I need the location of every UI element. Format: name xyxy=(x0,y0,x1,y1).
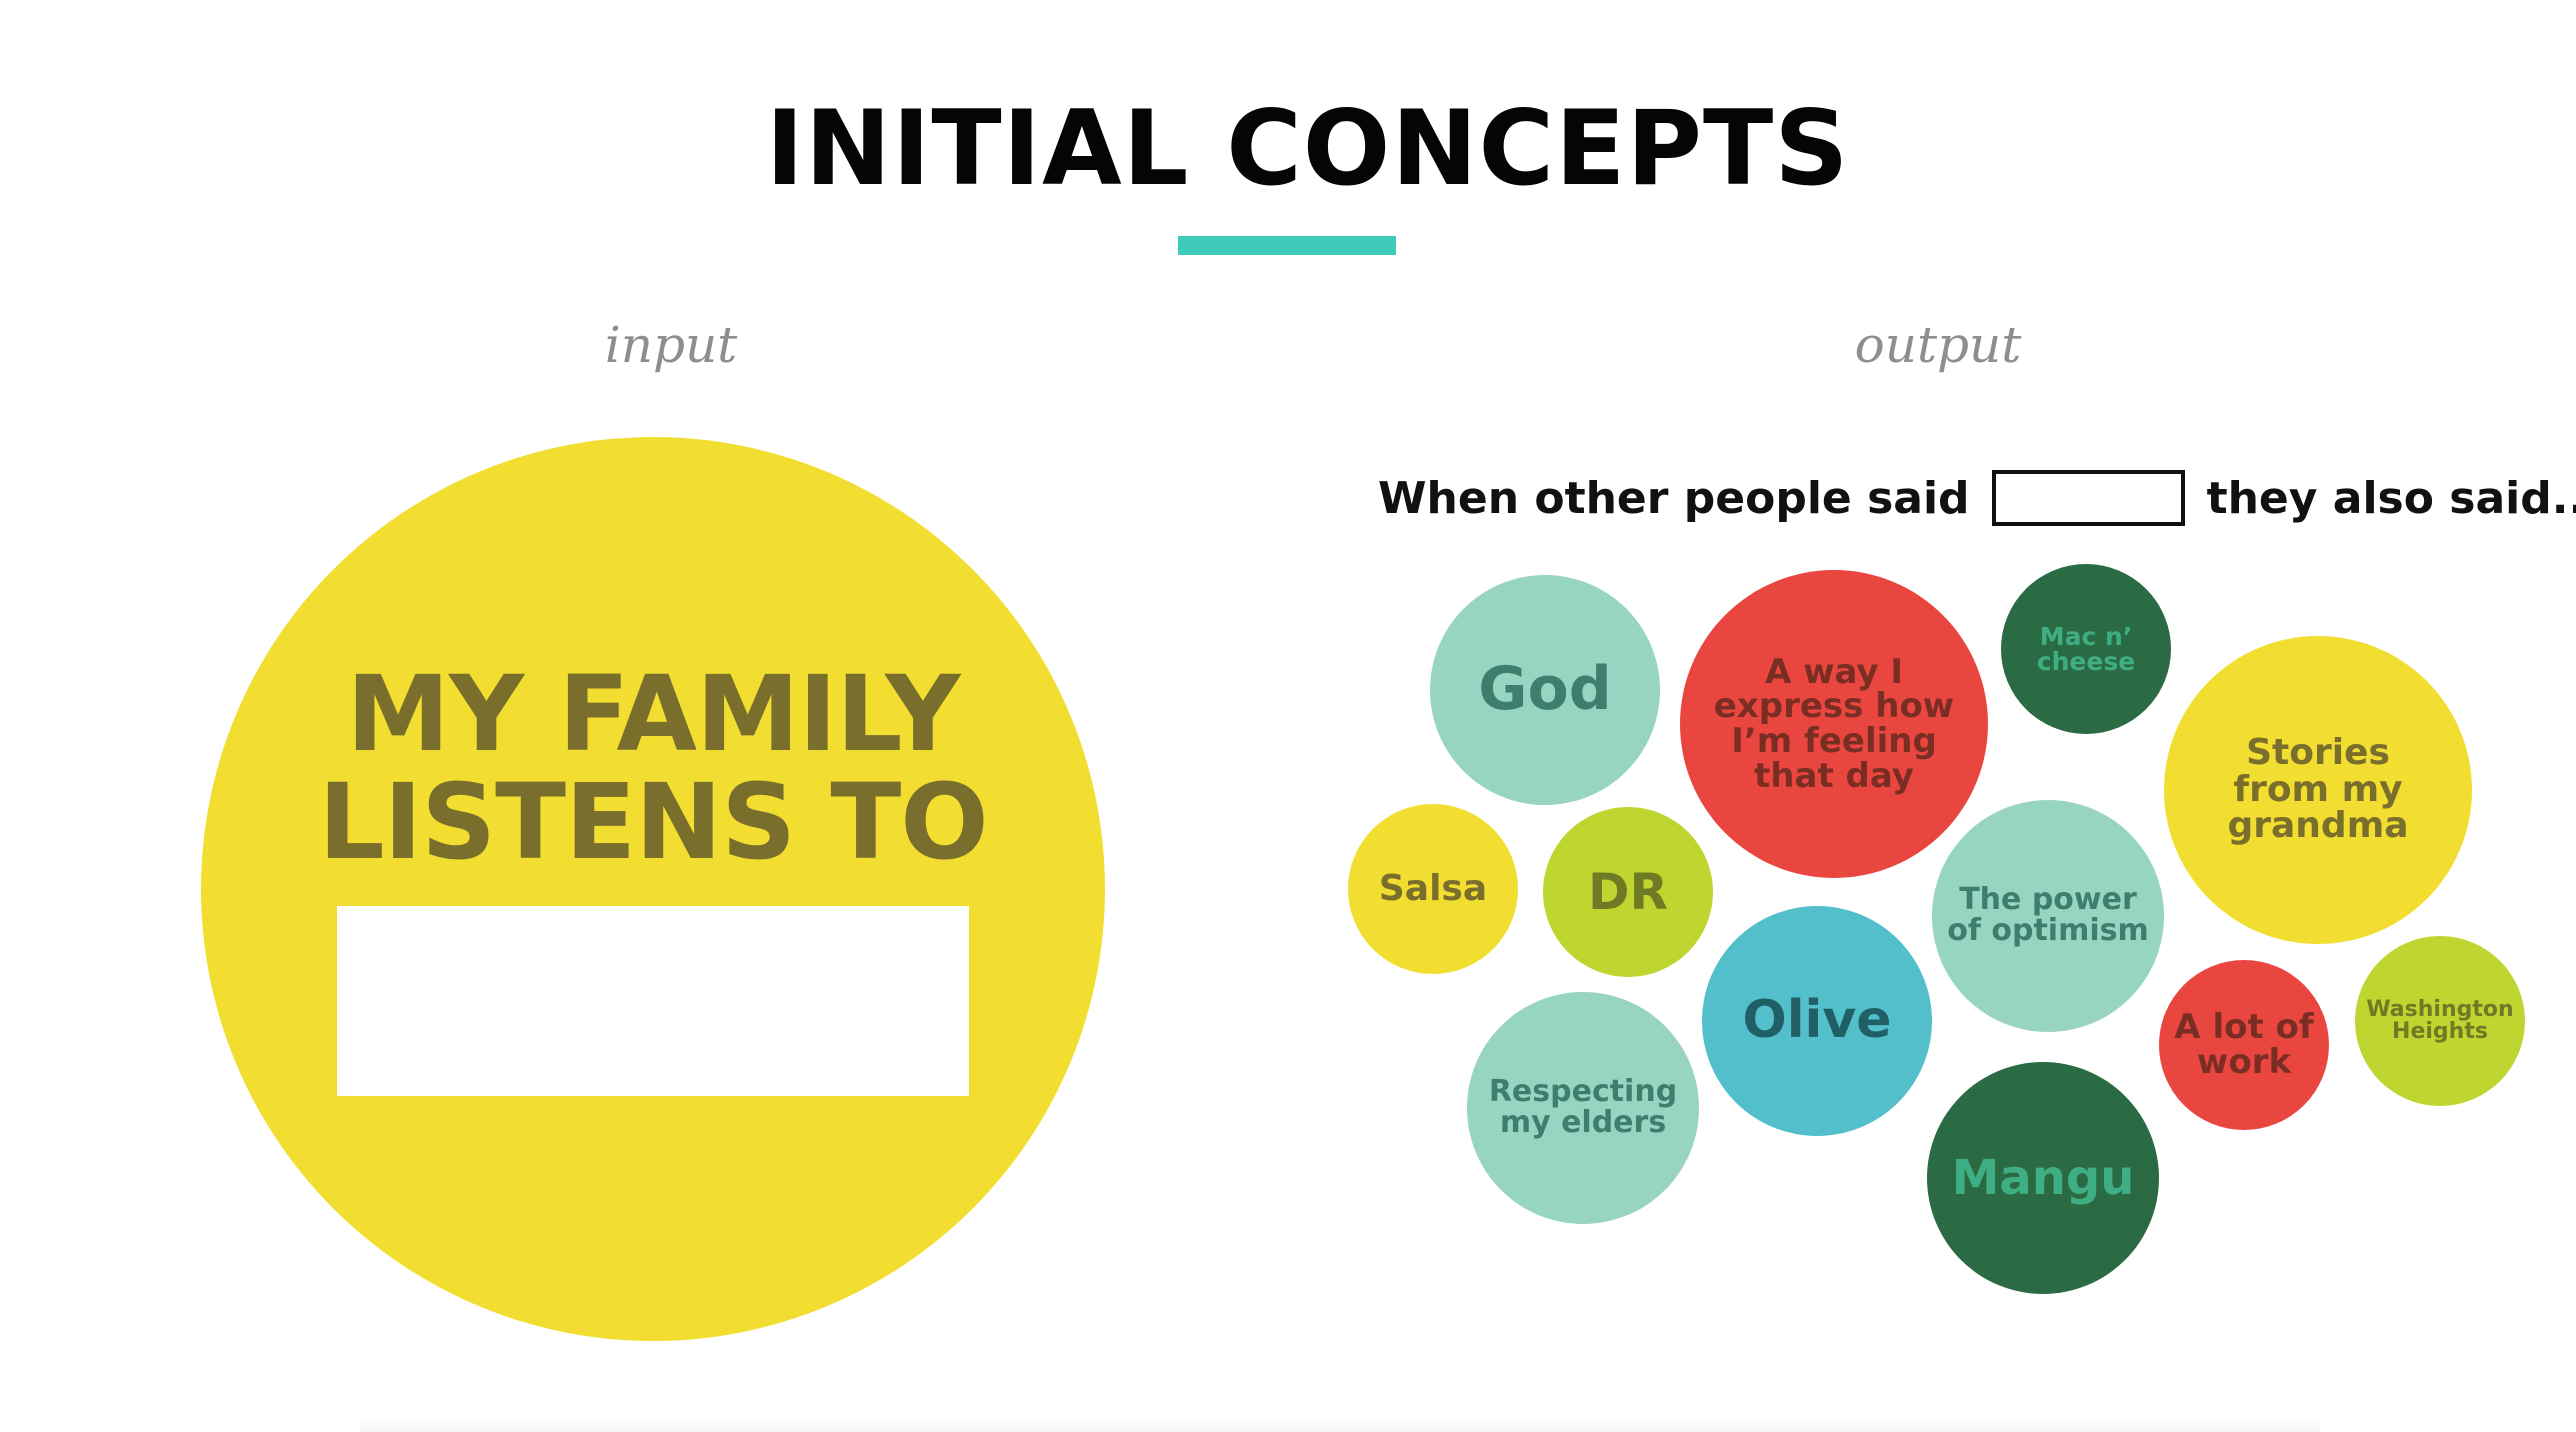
bubble-mangu: Mangu xyxy=(1927,1062,2159,1294)
bubble-mac-n-cheese: Mac n’ cheese xyxy=(2001,564,2171,734)
output-prompt: When other people said they also said... xyxy=(1378,467,2576,529)
bubble-label: Mangu xyxy=(1951,1149,2135,1206)
bubble-label: The power of optimism xyxy=(1947,882,2149,948)
bubble-label: A lot of work xyxy=(2174,1007,2314,1082)
output-label: output xyxy=(1854,316,2022,374)
bubble-salsa: Salsa xyxy=(1348,804,1518,974)
input-blank-field[interactable] xyxy=(337,906,969,1096)
bubble-washington-heights: Washington Heights xyxy=(2355,936,2525,1106)
output-prompt-before: When other people said xyxy=(1378,472,1970,524)
bubble-label: A way I express how I’m feeling that day xyxy=(1713,651,1955,796)
output-prompt-after: they also said... xyxy=(2206,472,2576,524)
bubble-stories-from-grandma: Stories from my grandma xyxy=(2164,636,2472,944)
bubble-power-of-optimism: The power of optimism xyxy=(1932,800,2164,1032)
bubble-a-way-i-express: A way I express how I’m feeling that day xyxy=(1680,570,1988,878)
bubble-label: DR xyxy=(1587,862,1668,921)
page-title: INITIAL CONCEPTS xyxy=(765,89,1850,209)
bubble-label: Washington Heights xyxy=(2366,996,2514,1044)
bubble-label: Respecting my elders xyxy=(1488,1074,1678,1140)
output-prompt-blank xyxy=(1991,470,2185,526)
bubble-olive: Olive xyxy=(1702,906,1932,1136)
bubble-dr: DR xyxy=(1543,807,1713,977)
bubble-label: Stories from my grandma xyxy=(2227,731,2409,847)
bottom-shadow xyxy=(360,1415,2320,1432)
bubble-a-lot-of-work: A lot of work xyxy=(2159,960,2329,1130)
bubble-label: Mac n’ cheese xyxy=(2036,621,2136,676)
input-card-circle xyxy=(201,437,1105,1341)
bubble-label: God xyxy=(1478,654,1612,725)
bubble-god: God xyxy=(1430,575,1660,805)
bubble-label: Salsa xyxy=(1378,867,1488,909)
title-underline xyxy=(1178,236,1396,255)
bubble-label: Olive xyxy=(1742,990,1892,1051)
input-label: input xyxy=(604,316,738,374)
bubble-respecting-elders: Respecting my elders xyxy=(1467,992,1699,1224)
input-card-text: MY FAMILY LISTENS TO xyxy=(318,653,988,883)
